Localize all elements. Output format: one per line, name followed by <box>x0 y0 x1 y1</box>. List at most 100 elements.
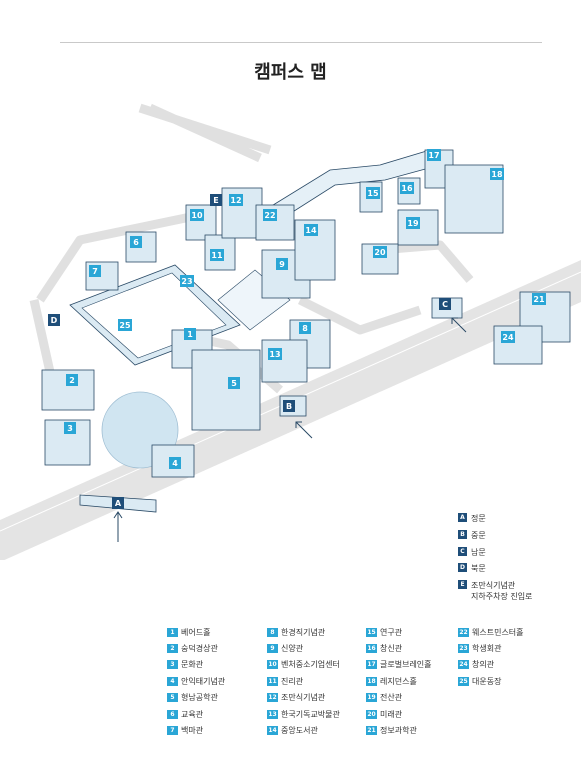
gate-marker-e <box>210 194 222 206</box>
marker-14-label: 14 <box>305 226 317 235</box>
legend-label: 중앙도서관 <box>281 726 318 736</box>
legend-badge: 25 <box>458 676 469 686</box>
legend-label: 형남공학관 <box>181 693 218 703</box>
legend-label: 조만식기념관 <box>281 693 326 703</box>
marker-3-label: 3 <box>67 424 73 433</box>
marker-9 <box>276 258 288 270</box>
gate-e-badge: E <box>458 580 467 589</box>
gate-marker-e-label: E <box>213 196 218 205</box>
marker-3 <box>64 422 76 434</box>
marker-20 <box>373 246 387 258</box>
marker-20-label: 20 <box>374 248 386 257</box>
marker-22 <box>263 209 277 221</box>
legend-badge: 15 <box>366 627 377 637</box>
marker-4 <box>169 457 181 469</box>
gate-e-name: 조만식기념관 <box>471 581 516 590</box>
marker-10-label: 10 <box>191 211 203 220</box>
gate-a-name: 정문 <box>471 514 486 523</box>
marker-17 <box>427 149 441 161</box>
marker-16-label: 16 <box>401 184 413 193</box>
marker-1-label: 1 <box>187 330 193 339</box>
gate-marker-a <box>112 497 124 509</box>
marker-5 <box>228 377 240 389</box>
marker-12-label: 12 <box>230 196 241 205</box>
marker-6 <box>130 236 142 248</box>
legend-label: 웨스트민스터홀 <box>472 627 524 637</box>
legend-label: 창신관 <box>380 644 403 654</box>
building-5-block <box>191 349 261 431</box>
legend-badge: 10 <box>267 660 278 670</box>
legend-badge: 20 <box>366 709 377 719</box>
gate-marker-b-label: B <box>286 402 292 411</box>
legend-badge: 1 <box>167 627 178 637</box>
legend-label: 한국기독교박물관 <box>281 709 340 719</box>
legend-badge: 14 <box>267 726 278 736</box>
arrow-gate-a <box>113 511 123 542</box>
title-rule <box>60 42 542 43</box>
marker-18 <box>490 168 504 180</box>
legend-badge: 23 <box>458 644 469 654</box>
gate-markers[interactable]: A B C D E <box>48 194 451 509</box>
marker-14 <box>304 224 318 236</box>
legend-label: 베어드홀 <box>181 627 211 637</box>
legend-label: 문화관 <box>181 660 204 670</box>
legend-badge: 2 <box>167 644 178 654</box>
marker-12 <box>229 194 243 206</box>
marker-6-label: 6 <box>133 238 139 247</box>
marker-21 <box>532 293 546 305</box>
marker-15-label: 15 <box>367 189 379 198</box>
legend-label: 미래관 <box>380 709 403 719</box>
gate-marker-c <box>439 298 451 310</box>
gate-c-badge: C <box>458 547 467 556</box>
campus-map[interactable]: 1 2 3 4 5 6 7 8 9 10 11 12 13 14 15 16 1… <box>0 100 581 560</box>
marker-23-label: 23 <box>181 277 192 286</box>
legend-badge: 19 <box>366 693 377 703</box>
marker-17-label: 17 <box>428 151 439 160</box>
legend-label: 신양관 <box>281 644 304 654</box>
legend-label: 글로벌브레인홀 <box>380 660 432 670</box>
legend-badge: 9 <box>267 644 278 654</box>
legend-label: 한경직기념관 <box>281 627 326 637</box>
marker-11 <box>210 249 224 261</box>
marker-8 <box>299 322 311 334</box>
legend-badge: 12 <box>267 693 278 703</box>
building-24-block <box>493 325 543 365</box>
marker-24-label: 24 <box>502 333 514 342</box>
gate-marker-d <box>48 314 60 326</box>
gate-marker-d-label: D <box>51 316 58 325</box>
marker-2 <box>66 374 78 386</box>
page-title: 캠퍼스 맵 <box>254 62 327 83</box>
marker-22-label: 22 <box>264 211 275 220</box>
marker-25-label: 25 <box>119 321 131 330</box>
building-markers[interactable]: 1 2 3 4 5 6 7 8 9 10 11 12 13 14 15 16 1… <box>64 149 546 469</box>
gate-a-badge: A <box>458 513 467 522</box>
gate-arrows <box>113 317 467 542</box>
